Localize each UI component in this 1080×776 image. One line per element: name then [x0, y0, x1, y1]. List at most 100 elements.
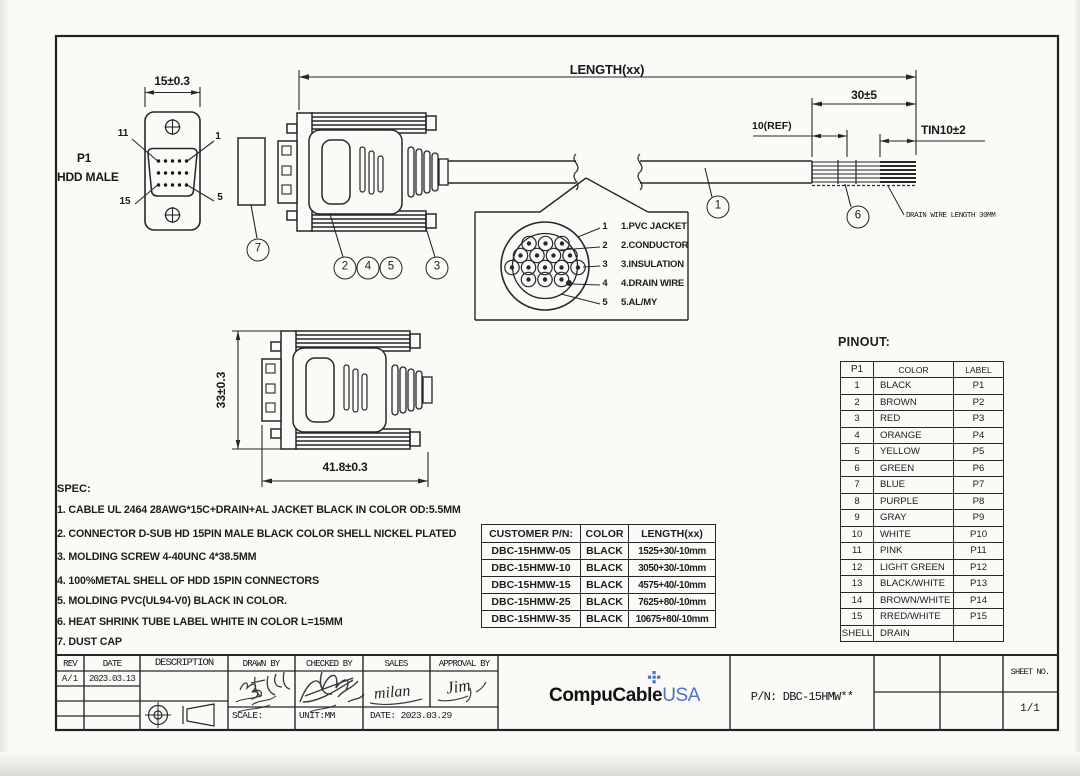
pinout-pin: 12: [840, 558, 874, 576]
cross-section-num: 4: [602, 278, 608, 289]
drain-wire-note: DRAIN WIRE LENGTH 30MM: [906, 212, 996, 220]
cross-section-item: 3 3.INSULATION: [598, 259, 688, 278]
pinout-row: 6 GREEN P6: [840, 459, 1004, 477]
pinout-pin: 8: [840, 492, 874, 510]
scale-label: SCALE:: [232, 710, 263, 721]
customer-length: 1525+30/-10mm: [628, 542, 716, 560]
pin-dots: [156, 159, 189, 187]
pinout-row: 1 BLACK P1: [840, 377, 1004, 395]
drain-wire-dot: [566, 280, 572, 286]
pinout-color: LIGHT GREEN: [873, 558, 954, 576]
rev-header: REV: [63, 659, 78, 669]
pinout-label: P3: [953, 410, 1004, 428]
pinout-color: BROWN/WHITE: [873, 591, 954, 609]
spec-title: SPEC:: [57, 483, 91, 495]
pinout-color: DRAIN: [873, 624, 954, 642]
pinout-row: 11 PINK P11: [840, 542, 1004, 560]
pinout-row: 8 PURPLE P8: [840, 492, 1004, 510]
customer-row: DBC-15HMW-10 BLACK 3050+30/-10mm: [481, 559, 716, 577]
scan-edge-right: [1073, 0, 1080, 776]
cross-section-item: 4 4.DRAIN WIRE: [598, 278, 688, 297]
checked-by-header: CHECKED BY: [305, 659, 353, 669]
logo-cross-icon: [647, 671, 661, 684]
balloon-4-body: 4: [356, 256, 380, 280]
pinout-row: 3 RED P3: [840, 410, 1004, 428]
pinout-row: 10 WHITE P10: [840, 525, 1004, 543]
title-block-grid: [56, 654, 1058, 730]
customer-color: BLACK: [580, 593, 629, 611]
signature-drawn-by: [235, 671, 291, 713]
pinout-pin: 13: [840, 575, 874, 593]
pinout-color: RED: [873, 410, 954, 428]
customer-row: DBC-15HMW-25 BLACK 7625+80/-10mm: [481, 593, 716, 611]
pinout-label: P5: [953, 443, 1004, 461]
cross-section-detail: [474, 177, 689, 321]
pinout-label: P14: [953, 591, 1004, 609]
balloon-5-body: 5: [379, 256, 403, 280]
pinout-pin: 11: [840, 542, 874, 560]
customer-length: 4575+40/-10mm: [628, 576, 716, 594]
spec-item: 5. MOLDING PVC(UL94-V0) BLACK IN COLOR.: [57, 595, 287, 607]
spec-item: 7. DUST CAP: [57, 636, 122, 648]
balloon-7-dust-cap: 7: [246, 238, 270, 262]
cross-section-num: 5: [602, 297, 608, 308]
signature-flourishes: [369, 681, 487, 705]
pinout-table: P1 COLOR LABEL 1 BLACK P1 2 BROWN P2 3 R…: [840, 361, 1004, 642]
pinout-label: P2: [953, 393, 1004, 411]
customer-header-color: COLOR: [580, 524, 629, 543]
description-header: DESCRIPTION: [154, 657, 214, 669]
length-dimension: LENGTH(xx): [569, 62, 645, 77]
pinout-row: 13 BLACK/WHITE P13: [840, 575, 1004, 593]
connector-name: P1: [76, 151, 92, 165]
tin-dimension: TIN10±2: [921, 123, 966, 137]
customer-length: 3050+30/-10mm: [628, 559, 716, 577]
pinout-row: 15 RRED/WHITE P15: [840, 608, 1004, 626]
customer-header-pn: CUSTOMER P/N:: [481, 524, 581, 543]
balloon-6-shrink: 6: [846, 205, 870, 229]
dimension-arrows: [299, 74, 916, 144]
cross-section-label: 5.AL/MY: [621, 297, 658, 308]
pinout-color: BLUE: [873, 476, 954, 494]
pinout-header-row: P1 COLOR LABEL: [840, 361, 1004, 378]
spec-item: 3. MOLDING SCREW 4-40UNC 4*38.5MM: [57, 551, 257, 563]
pinout-row: 14 BROWN/WHITE P14: [840, 591, 1004, 609]
logo-text-black: CompuCable: [549, 685, 663, 706]
pinout-pin: 3: [840, 410, 874, 428]
customer-color: BLACK: [580, 610, 629, 628]
ref-dimension: 10(REF): [752, 120, 792, 132]
pinout-label: P1: [953, 377, 1004, 395]
dimensions: [298, 70, 985, 157]
pinout-label: P7: [953, 476, 1004, 494]
pinout-label: P10: [953, 525, 1004, 543]
pinout-color: RRED/WHITE: [873, 608, 954, 626]
customer-pn: DBC-15HMW-10: [481, 559, 581, 577]
conductors: [504, 235, 586, 288]
pinout-row: 4 ORANGE P4: [840, 426, 1004, 444]
spec-item: 4. 100%METAL SHELL OF HDD 15PIN CONNECTO…: [57, 574, 319, 587]
pinout-header-color: COLOR: [873, 361, 954, 378]
projection-symbol: [145, 702, 215, 728]
pinout-color: GREEN: [873, 459, 954, 477]
pinout-title: PINOUT:: [838, 335, 891, 349]
pinout-pin: 2: [840, 393, 874, 411]
spec-item: 6. HEAT SHRINK TUBE LABEL WHITE IN COLOR…: [57, 615, 343, 628]
pin-label-1: 1: [215, 131, 221, 142]
rev-value: A/1: [61, 674, 79, 684]
spec-item: 1. CABLE UL 2464 28AWG*15C+DRAIN+AL JACK…: [57, 504, 461, 516]
spec-items: 1. CABLE UL 2464 28AWG*15C+DRAIN+AL JACK…: [57, 504, 477, 648]
pinout-pin: 10: [840, 525, 874, 543]
customer-pn: DBC-15HMW-05: [481, 542, 581, 560]
customer-row: DBC-15HMW-05 BLACK 1525+30/-10mm: [481, 542, 716, 560]
cable: [448, 153, 813, 198]
customer-color: BLACK: [580, 559, 629, 577]
pinout-label: P11: [953, 542, 1004, 560]
pinout-pin: SHELL: [840, 624, 874, 642]
customer-header-row: CUSTOMER P/N: COLOR LENGTH(xx): [481, 524, 716, 543]
tinned-leads: [880, 161, 916, 183]
cross-section-item: 2 2.CONDUCTOR: [598, 240, 688, 259]
pinout-pin: 14: [840, 591, 874, 609]
cross-section-label: 3.INSULATION: [621, 259, 684, 270]
pinout-pin: 6: [840, 459, 874, 477]
